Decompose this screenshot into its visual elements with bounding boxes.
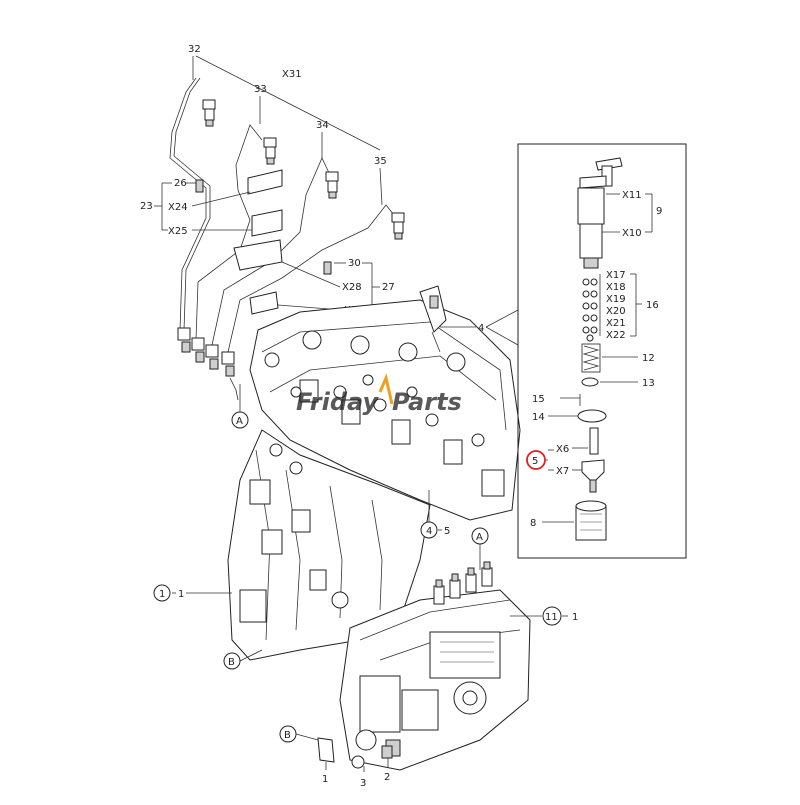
label-x24: X24 [168,202,188,213]
label-x21: X21 [606,318,626,329]
label-x28: X28 [342,282,362,293]
label-2: 2 [384,772,390,783]
ref-a2-label: A [476,532,483,543]
injection-pump [339,561,531,771]
label-27: 27 [382,282,395,293]
fitting-32 [202,99,216,127]
watermark: Friday Parts [296,373,462,416]
ref-b-label: B [228,657,235,668]
ref-1-circle [153,584,171,602]
fitting-35 [391,212,405,240]
ref-a-circle [231,411,249,429]
ref-11-circle [542,606,562,626]
reference-callouts: A A 4 5 1 1 B 11 1 B [153,384,578,743]
adjusting-shims [582,278,598,342]
label-x6: X6 [556,444,569,455]
label-11-ref: 11 [545,612,558,623]
label-33: 33 [254,84,267,95]
fitting-34 [325,171,339,199]
label-13: 13 [642,378,655,389]
label-x22: X22 [606,330,626,341]
fitting-33 [263,137,277,165]
nozzle-holder [577,157,623,269]
label-9: 9 [656,206,662,217]
injector-on-head: 4 [419,285,519,353]
spring-seat [581,377,599,387]
label-23: 23 [140,201,153,212]
label-34: 34 [316,120,329,131]
highlight-circle[interactable] [526,450,546,470]
label-x25: X25 [168,226,188,237]
nozzle [581,427,605,493]
injector-detail-inset: X11 9 X10 X17 X18 X19 X20 X21 X22 16 [517,143,687,559]
inset-frame [517,143,687,559]
label-16: 16 [646,300,659,311]
ref-b2-label: B [284,730,291,741]
label-x17: X17 [606,270,626,281]
label-26: 26 [174,178,187,189]
label-x7: X7 [556,466,569,477]
bottom-small-parts: 1 3 2 [317,737,393,789]
label-x18: X18 [606,282,626,293]
label-14: 14 [532,412,545,423]
label-15: 15 [532,394,545,405]
label-3: 3 [360,778,366,789]
watermark-part2: Parts [392,388,462,416]
label-1: 1 [322,774,328,785]
label-x20: X20 [606,306,626,317]
label-4-top: 4 [478,323,484,334]
label-11-1: 1 [572,612,578,623]
label-x19: X19 [606,294,626,305]
watermark-part1: Friday [296,388,379,416]
injection-pipes [169,77,405,401]
label-4-5: 5 [444,526,450,537]
label-x31: X31 [282,69,302,80]
pipe-clamps [195,169,332,315]
label-35: 35 [374,156,387,167]
label-8: 8 [530,518,536,529]
retaining-nut [575,500,607,541]
watermark-lightning-icon [378,373,394,405]
label-x11: X11 [622,190,642,201]
lower-pipe-fittings [177,327,239,401]
label-1-ref: 1 [159,589,165,600]
label-1-1: 1 [178,589,184,600]
spring [581,343,601,373]
label-5: 5 [532,456,538,467]
ref-a-label: A [236,416,243,427]
label-30: 30 [348,258,361,269]
label-x10: X10 [622,228,642,239]
label-4-ref: 4 [426,526,432,537]
distance-piece [577,409,607,423]
label-32: 32 [188,44,201,55]
label-12: 12 [642,353,655,364]
